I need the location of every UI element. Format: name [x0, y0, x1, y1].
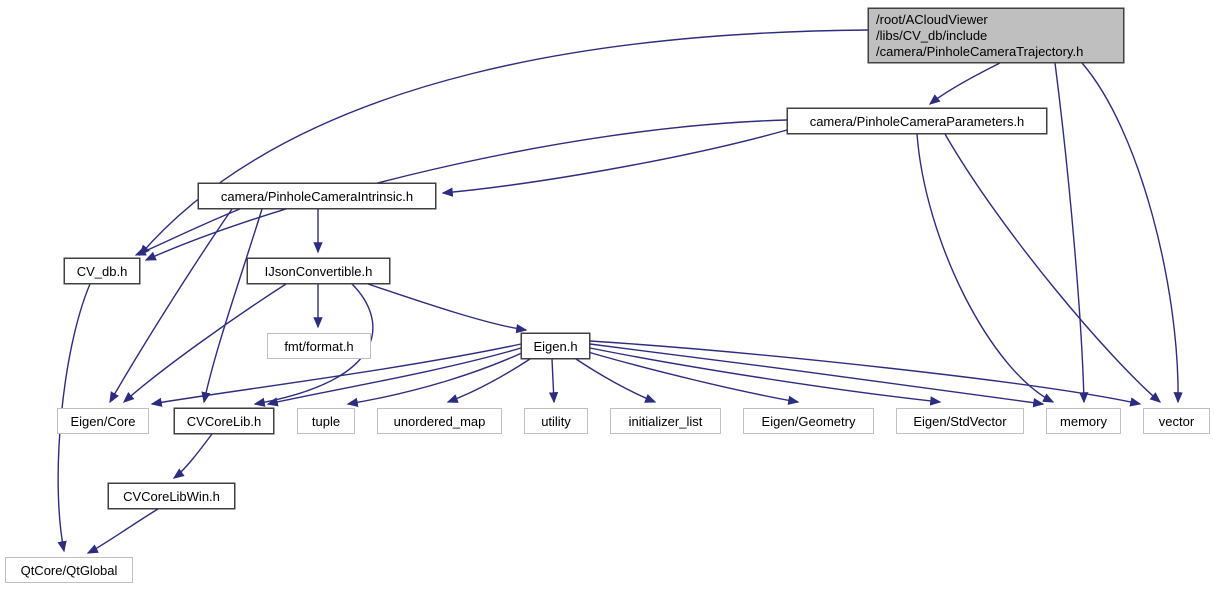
graph-node-label: CV_db.h: [76, 263, 128, 279]
graph-edge-eigen-to-vector: [589, 340, 1142, 407]
graph-node-vector[interactable]: vector: [1143, 408, 1210, 434]
graph-edge-eigen-to-tuple: [346, 351, 525, 407]
graph-node-label: Eigen/Core: [70, 413, 136, 429]
graph-node-label: camera/PinholeCameraIntrinsic.h: [220, 188, 414, 204]
graph-node-label: QtCore/QtGlobal: [20, 562, 118, 578]
graph-edge-eigen-to-eigengeom: [587, 351, 800, 405]
graph-edge-ijson-to-eigen: [367, 283, 528, 334]
graph-edge-eigen-to-eigenstdvector: [589, 347, 942, 406]
graph-node-memory[interactable]: memory: [1046, 408, 1121, 434]
graph-node-cvdb[interactable]: CV_db.h: [64, 258, 140, 284]
graph-edge-ijson-to-eigencore: [122, 283, 287, 403]
graph-edge-params-to-vector: [944, 133, 1162, 403]
graph-node-label: utility: [541, 413, 571, 429]
graph-node-intrinsic[interactable]: camera/PinholeCameraIntrinsic.h: [198, 183, 436, 209]
graph-node-cvcorelib[interactable]: CVCoreLib.h: [174, 408, 274, 434]
graph-node-label: CVCoreLib.h: [186, 413, 262, 429]
graph-node-label: Eigen/Geometry: [761, 413, 856, 429]
graph-node-unordered_map[interactable]: unordered_map: [377, 408, 502, 434]
graph-node-fmt[interactable]: fmt/format.h: [267, 333, 371, 359]
graph-node-label: Eigen/StdVector: [913, 413, 1007, 429]
graph-node-label: camera/PinholeCameraParameters.h: [809, 113, 1025, 129]
graph-node-label: memory: [1060, 413, 1107, 429]
graph-edge-intrinsic-to-cvdb: [134, 208, 241, 256]
graph-node-eigengeom[interactable]: Eigen/Geometry: [743, 408, 874, 434]
graph-node-label: CVCoreLibWin.h: [123, 488, 220, 504]
graph-edge-eigen-to-memory: [589, 343, 1045, 408]
graph-node-label: /root/ACloudViewer /libs/CV_db/include /…: [876, 11, 1084, 59]
graph-node-label: IJsonConvertible.h: [264, 263, 373, 279]
graph-node-eigenstdvector[interactable]: Eigen/StdVector: [896, 408, 1024, 434]
graph-edge-params-to-intrinsic: [441, 129, 788, 197]
graph-node-eigencore[interactable]: Eigen/Core: [57, 408, 149, 434]
graph-node-eigen[interactable]: Eigen.h: [521, 333, 590, 359]
graph-edge-root-to-memory: [1054, 62, 1089, 404]
graph-edge-root-to-cvdb: [139, 29, 869, 257]
graph-node-tuple[interactable]: tuple: [297, 408, 355, 434]
graph-node-cvcorelibwin[interactable]: CVCoreLibWin.h: [108, 483, 235, 509]
graph-node-label: Eigen.h: [533, 338, 578, 354]
graph-edge-eigen-to-utility: [548, 358, 559, 404]
graph-edge-root-to-params: [928, 62, 1001, 105]
graph-edge-eigen-to-unordered_map: [446, 358, 531, 403]
graph-node-label: initializer_list: [628, 413, 703, 429]
graph-edge-params-to-memory: [916, 133, 1055, 403]
graph-edge-eigen-to-initializer_list: [575, 358, 657, 403]
graph-edge-cvcorelib-to-cvcorelibwin: [172, 433, 213, 479]
graph-node-ijson[interactable]: IJsonConvertible.h: [247, 258, 390, 284]
graph-node-params[interactable]: camera/PinholeCameraParameters.h: [787, 108, 1047, 134]
graph-node-label: tuple: [311, 413, 341, 429]
graph-edge-cvcorelibwin-to-qtglobal: [86, 508, 159, 554]
graph-node-initializer_list[interactable]: initializer_list: [610, 408, 721, 434]
graph-node-root[interactable]: /root/ACloudViewer /libs/CV_db/include /…: [868, 8, 1124, 63]
graph-node-utility[interactable]: utility: [524, 408, 588, 434]
graph-edge-intrinsic-to-cvcorelib: [201, 208, 263, 404]
graph-node-label: unordered_map: [393, 413, 486, 429]
graph-node-label: fmt/format.h: [284, 338, 354, 354]
graph-edge-root-to-vector: [1081, 62, 1183, 404]
graph-node-qtglobal[interactable]: QtCore/QtGlobal: [5, 557, 133, 583]
graph-edge-intrinsic-to-eigencore: [109, 208, 233, 404]
graph-node-label: vector: [1158, 413, 1195, 429]
